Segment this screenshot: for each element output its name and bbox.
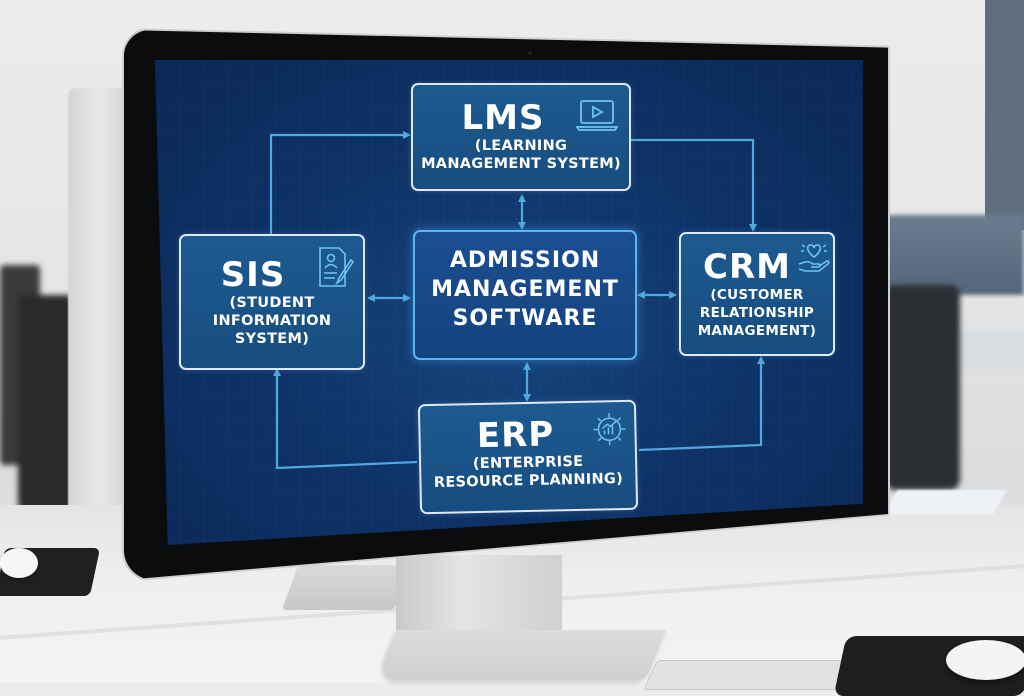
mouse-left bbox=[0, 548, 38, 578]
monitor-stand-foot bbox=[376, 630, 666, 680]
crm-node[interactable]: CRM (CUSTOMER RELATIONSHIP MANAGEMENT) bbox=[679, 232, 835, 356]
student-document-pen-icon bbox=[317, 246, 355, 288]
monitor-screen: LMS (LEARNING MANAGEMENT SYSTEM) SIS (ST… bbox=[155, 60, 863, 545]
background-monitor bbox=[68, 88, 130, 528]
crm-full-line-3: MANAGEMENT) bbox=[681, 322, 833, 340]
crm-full-line-1: (CUSTOMER bbox=[681, 286, 833, 304]
center-label-line-2: MANAGEMENT bbox=[415, 275, 635, 304]
sis-full-line-1: (STUDENT bbox=[181, 294, 363, 312]
center-label-line-3: SOFTWARE bbox=[415, 304, 635, 333]
sis-full-line-2: INFORMATION bbox=[181, 312, 363, 330]
keyboard bbox=[643, 660, 857, 690]
crm-full-line-2: RELATIONSHIP bbox=[681, 304, 833, 322]
sis-full-line-3: SYSTEM) bbox=[181, 330, 363, 348]
background-partition bbox=[880, 215, 1024, 295]
lms-full-line-2: MANAGEMENT SYSTEM) bbox=[413, 155, 629, 173]
lms-abbr: LMS bbox=[413, 99, 593, 137]
papers bbox=[883, 490, 1007, 515]
mouse-right bbox=[946, 640, 1024, 680]
background-wall bbox=[985, 0, 1024, 230]
center-label-line-1: ADMISSION bbox=[415, 246, 635, 275]
lms-node[interactable]: LMS (LEARNING MANAGEMENT SYSTEM) bbox=[411, 83, 631, 191]
background-chair-left-2 bbox=[18, 295, 73, 510]
erp-full-line-2: RESOURCE PLANNING) bbox=[421, 470, 635, 492]
webcam bbox=[528, 51, 532, 55]
admission-management-software-node[interactable]: ADMISSION MANAGEMENT SOFTWARE bbox=[413, 230, 637, 360]
erp-abbr: ERP bbox=[420, 414, 611, 456]
heart-hand-icon bbox=[797, 240, 831, 274]
background-monitor-stand bbox=[282, 565, 410, 610]
lms-full-line-1: (LEARNING bbox=[413, 137, 629, 155]
laptop-play-icon bbox=[575, 99, 619, 133]
background-chair-right bbox=[885, 285, 960, 490]
sis-node[interactable]: SIS (STUDENT INFORMATION SYSTEM) bbox=[179, 234, 365, 370]
crm-abbr: CRM bbox=[681, 248, 813, 286]
erp-node[interactable]: ERP (ENTERPRISE RESOURCE PLANNING) bbox=[418, 400, 638, 515]
sis-abbr: SIS bbox=[181, 256, 325, 294]
gear-chart-icon bbox=[590, 410, 629, 449]
